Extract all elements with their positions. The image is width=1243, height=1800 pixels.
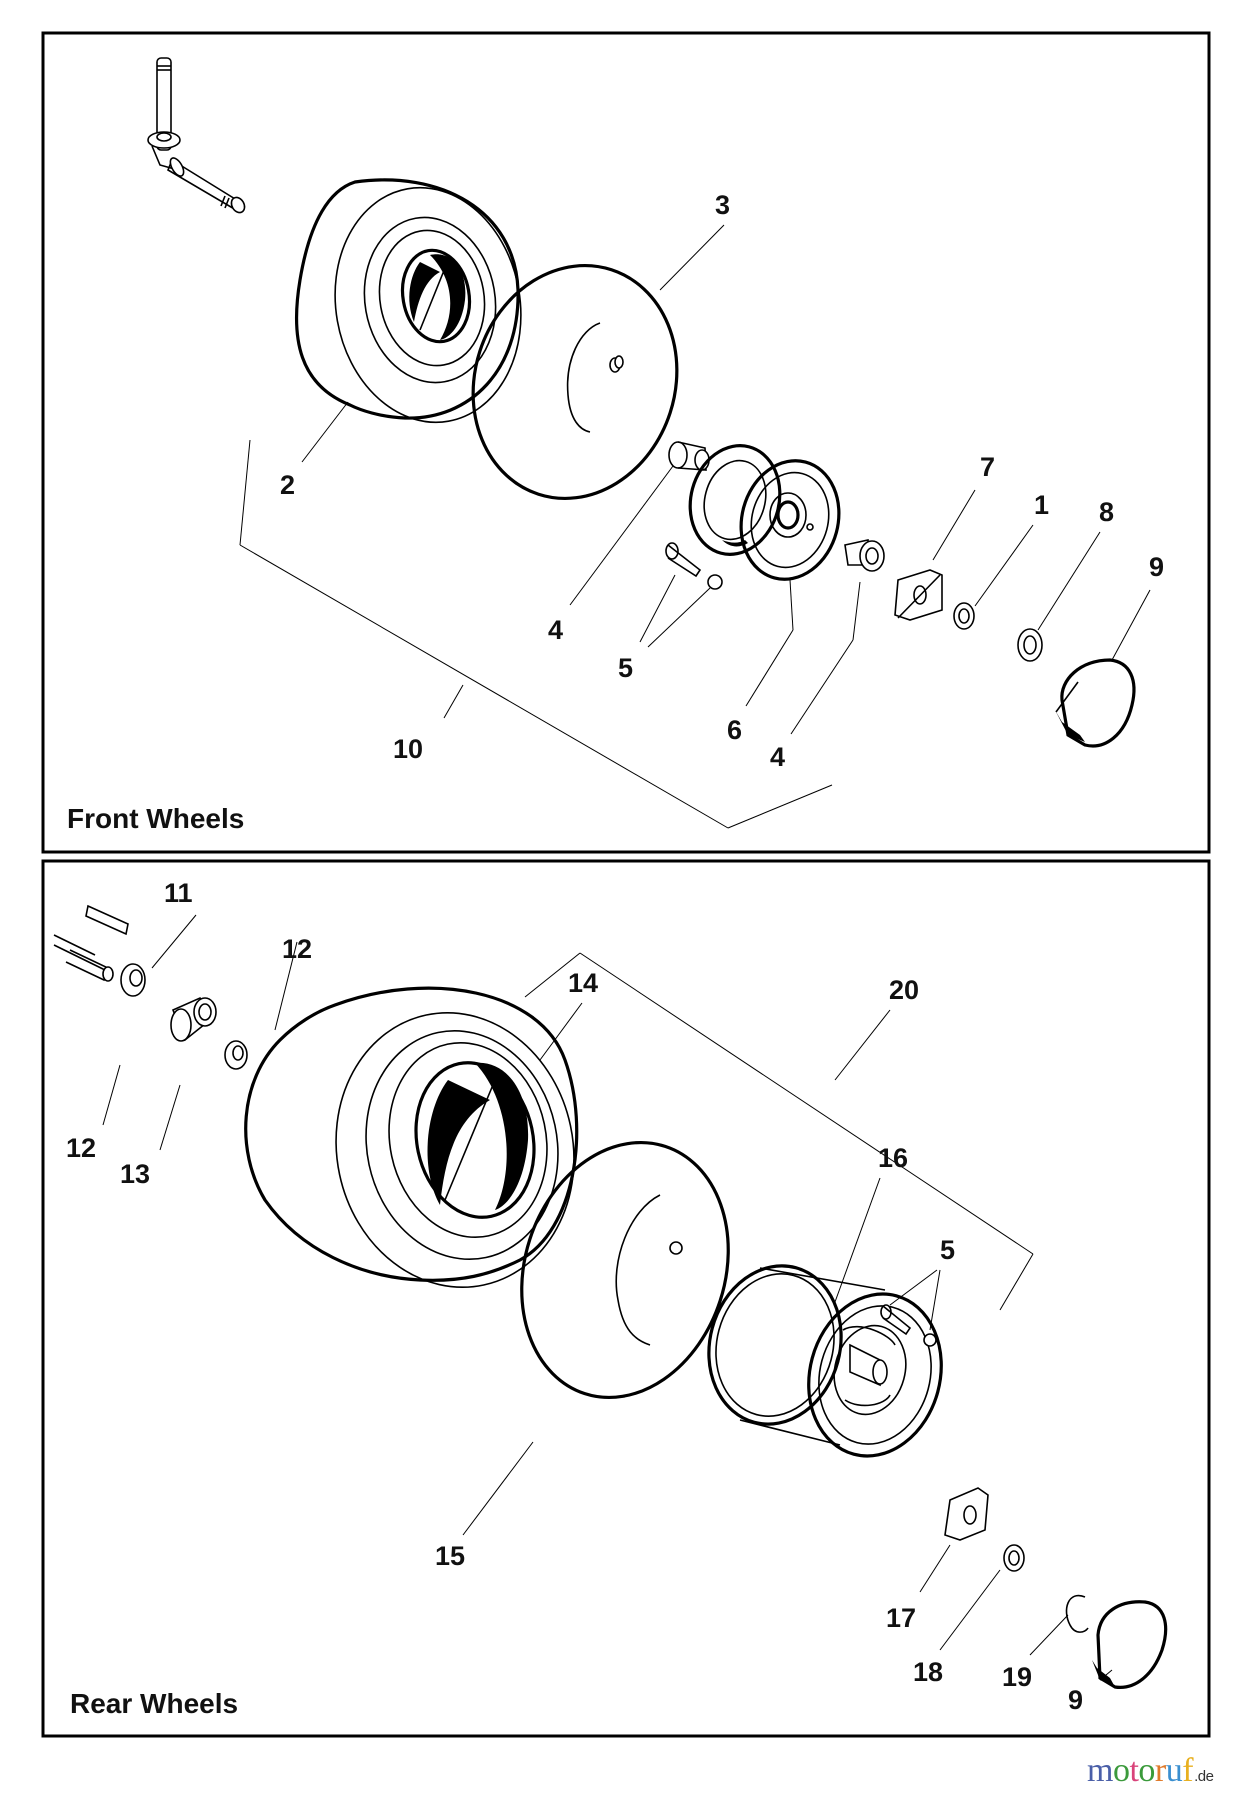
callout-12a: 12	[282, 934, 312, 964]
rear-washer	[1003, 1544, 1025, 1572]
front-washer	[953, 602, 975, 630]
callout-13: 13	[120, 1159, 150, 1189]
rear-wheels-panel	[41, 859, 1211, 1738]
logo-letter: u	[1165, 1752, 1183, 1789]
rear-inner-tube	[520, 1140, 730, 1400]
callout-20: 20	[889, 975, 919, 1005]
rear-spacer-tube	[170, 996, 217, 1042]
logo-letter: o	[1112, 1752, 1130, 1789]
rear-washer-left	[120, 963, 146, 997]
spindle-part	[147, 57, 246, 214]
rear-leader-lines	[102, 914, 1113, 1681]
callout-17: 17	[886, 1603, 916, 1633]
rear-e-clip	[1065, 1594, 1089, 1633]
callout-19: 19	[1002, 1662, 1032, 1692]
rear-hub-cap	[1092, 1600, 1168, 1689]
callout-4b: 4	[770, 742, 785, 772]
callout-4: 4	[548, 615, 563, 645]
logo-letter: o	[1138, 1752, 1155, 1789]
front-inner-tube	[471, 263, 679, 501]
callout-7: 7	[980, 452, 995, 482]
front-leader-lines	[239, 224, 1151, 829]
rear-panel-title: Rear Wheels	[70, 1688, 238, 1719]
callout-15: 15	[435, 1541, 465, 1571]
logo-letter: r	[1154, 1752, 1166, 1789]
front-panel-title: Front Wheels	[67, 803, 244, 834]
rear-key-and-axle	[53, 904, 129, 982]
callout-9-rear: 9	[1068, 1685, 1083, 1715]
callout-2: 2	[280, 470, 295, 500]
callout-10: 10	[393, 734, 423, 764]
logo-tld: .de	[1194, 1768, 1214, 1785]
front-spacer	[894, 569, 943, 621]
callout-6: 6	[727, 715, 742, 745]
logo-letter: m	[1087, 1752, 1113, 1789]
front-bushing-right	[844, 539, 885, 572]
front-rim	[688, 444, 841, 581]
callout-11: 11	[164, 878, 193, 908]
rear-spacer	[944, 1487, 989, 1541]
logo-letter: f	[1182, 1752, 1194, 1789]
motoruf-watermark: motoruf.de	[1087, 1752, 1214, 1790]
callout-18: 18	[913, 1657, 943, 1687]
callout-5-rear: 5	[940, 1235, 955, 1265]
rear-washer-right	[224, 1040, 248, 1070]
front-hub-cap	[1055, 658, 1136, 748]
front-valve-stem	[665, 542, 723, 590]
front-retaining-ring	[1017, 628, 1043, 662]
callout-5: 5	[618, 653, 633, 683]
callout-14: 14	[568, 968, 598, 998]
rear-rim	[707, 1264, 943, 1458]
callout-1: 1	[1034, 490, 1049, 520]
front-tire	[294, 178, 522, 424]
rear-tire	[244, 986, 579, 1288]
logo-letter: t	[1129, 1752, 1139, 1789]
callout-16: 16	[878, 1143, 908, 1173]
callout-12b: 12	[66, 1133, 96, 1163]
front-wheels-panel	[41, 31, 1211, 854]
callout-9: 9	[1149, 552, 1164, 582]
callout-8: 8	[1099, 497, 1114, 527]
callout-3: 3	[715, 190, 730, 220]
rear-valve-stem	[880, 1304, 937, 1347]
